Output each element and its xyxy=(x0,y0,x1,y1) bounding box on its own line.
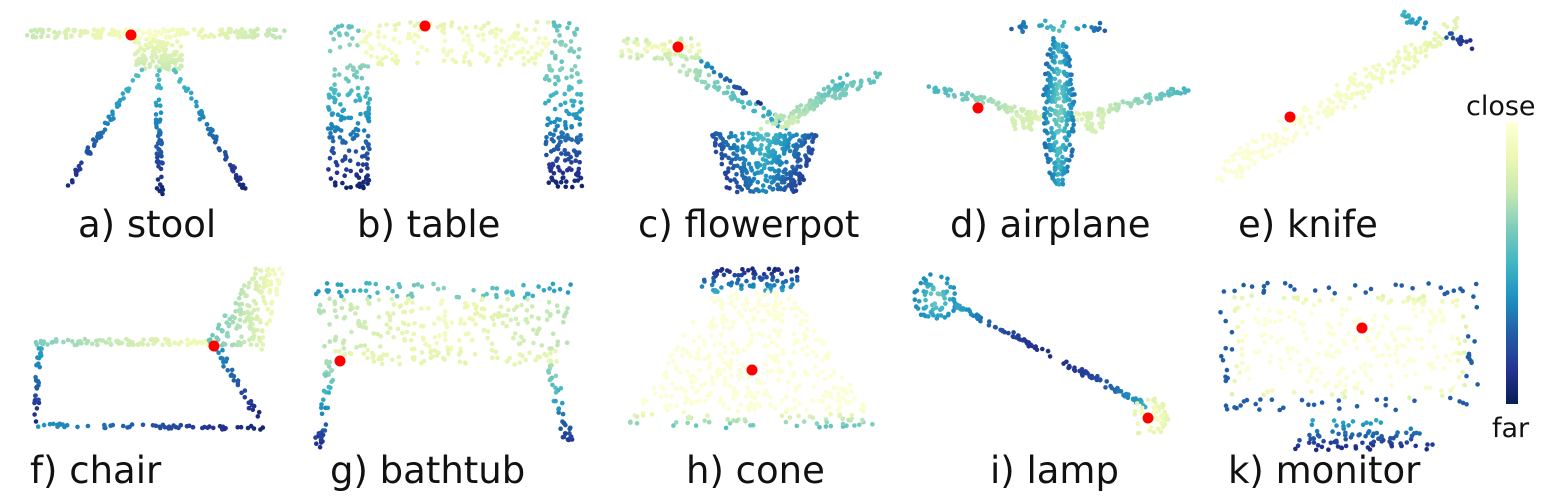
colorbar-close-label: close xyxy=(1466,91,1536,122)
point-cloud-flowerpot xyxy=(619,36,883,195)
point-cloud-table xyxy=(325,19,585,191)
point-cloud-chair xyxy=(32,266,285,432)
query-point-marker xyxy=(1142,412,1154,424)
query-point-marker xyxy=(1356,322,1368,334)
query-point-marker xyxy=(419,20,431,32)
point-cloud-cone xyxy=(628,266,875,431)
point-cloud-stool xyxy=(24,26,287,197)
caption-table: b) table xyxy=(357,203,501,246)
colorbar xyxy=(1506,122,1518,404)
point-cloud-airplane xyxy=(926,18,1191,187)
point-cloud-bathtub xyxy=(313,280,575,450)
query-point-marker xyxy=(672,41,684,53)
point-cloud-lamp xyxy=(912,272,1171,436)
caption-lamp: i) lamp xyxy=(990,449,1119,492)
query-point-marker xyxy=(334,355,346,367)
caption-monitor: k) monitor xyxy=(1228,449,1421,492)
caption-bathtub: g) bathtub xyxy=(330,449,526,492)
caption-airplane: d) airplane xyxy=(950,203,1151,246)
caption-cone: h) cone xyxy=(686,449,825,492)
caption-stool: a) stool xyxy=(78,203,217,246)
caption-chair: f) chair xyxy=(30,449,162,492)
query-point-marker xyxy=(125,29,137,41)
caption-knife: e) knife xyxy=(1238,203,1378,246)
query-point-marker xyxy=(972,102,984,114)
point-cloud-monitor xyxy=(1218,280,1480,453)
caption-flowerpot: c) flowerpot xyxy=(638,203,860,246)
query-point-marker xyxy=(1284,111,1296,123)
point-cloud-knife xyxy=(1214,9,1475,184)
query-point-marker xyxy=(746,364,758,376)
query-point-marker xyxy=(208,340,220,352)
colorbar-far-label: far xyxy=(1492,413,1530,444)
